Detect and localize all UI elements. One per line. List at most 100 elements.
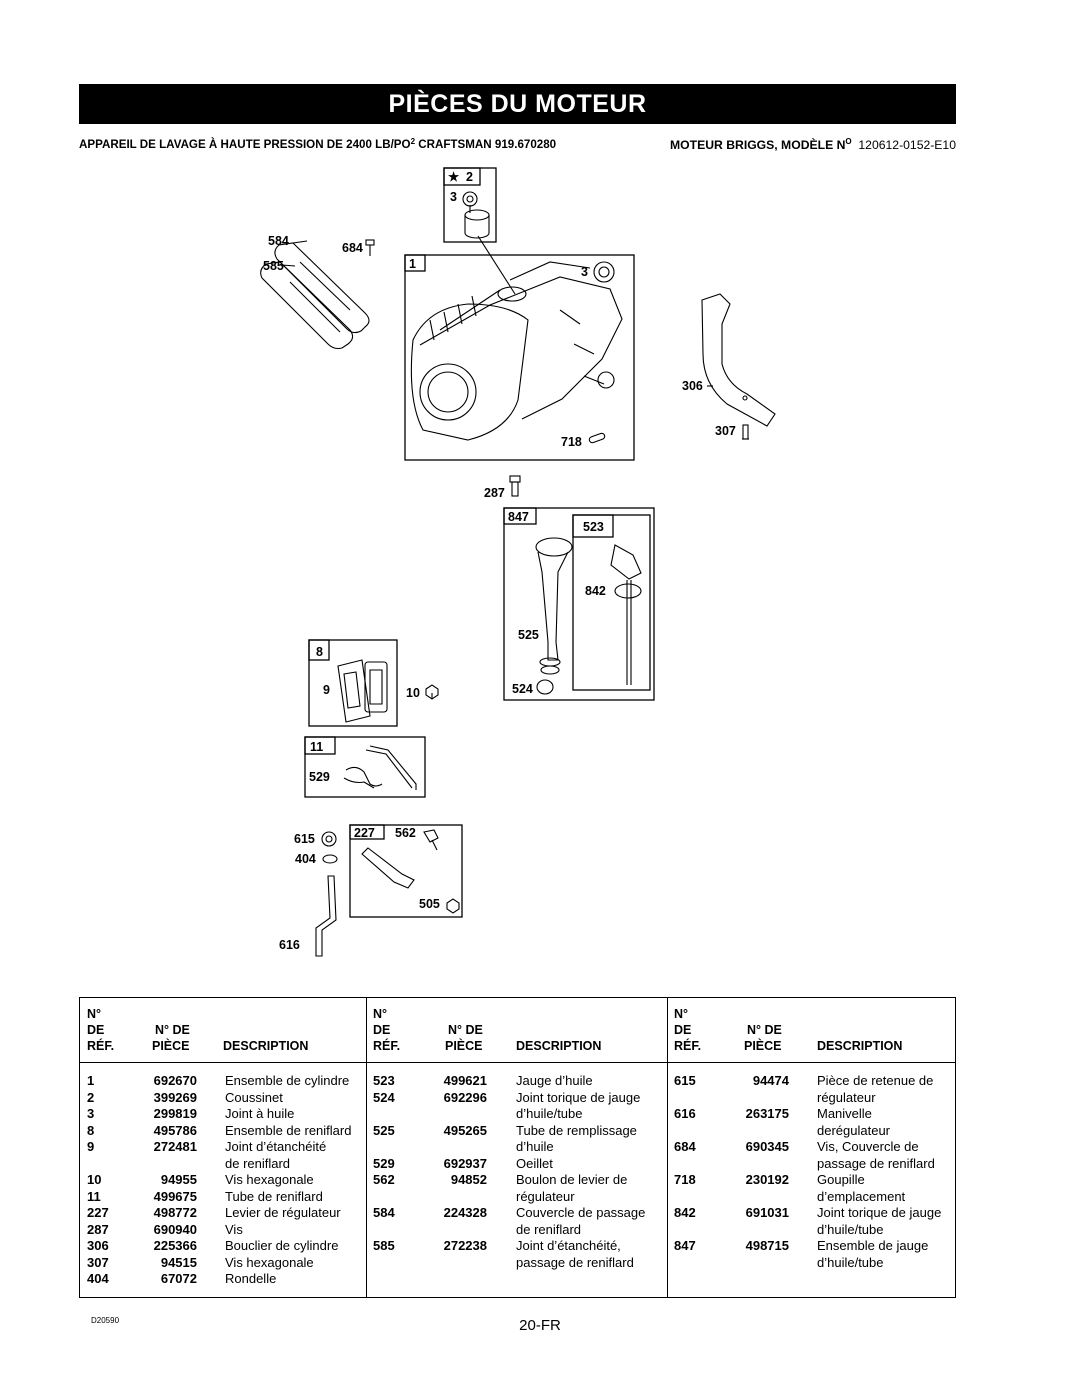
part-number: 272238 — [443, 1238, 487, 1253]
callout-615: 615 — [294, 832, 315, 846]
callout-11: 11 — [310, 740, 323, 754]
part-ref: 525 — [373, 1122, 395, 1138]
part-description: Goupille — [817, 1172, 865, 1187]
table-row: passage de reniflard — [667, 1156, 955, 1173]
part-description: Ensemble de cylindre — [225, 1073, 350, 1088]
callout-404: 404 — [295, 852, 316, 866]
part-description: Joint torique de jauge — [516, 1089, 641, 1105]
part-description: Pièce de retenue de — [817, 1073, 934, 1088]
part-ref: 227 — [87, 1205, 109, 1220]
part-ref: 523 — [373, 1073, 395, 1088]
document-code: D20590 — [91, 1316, 120, 1325]
callout-2: 2 — [466, 170, 473, 184]
washer-icon — [322, 854, 338, 864]
table-row: d’huile — [366, 1139, 667, 1156]
part-description: d’emplacement — [817, 1188, 906, 1204]
part-description: d’huile/tube — [817, 1254, 884, 1270]
table-row: régulateur — [667, 1090, 955, 1107]
part-ref: 524 — [373, 1089, 395, 1105]
part-ref: 529 — [373, 1155, 395, 1171]
part-ref: 11 — [87, 1188, 101, 1204]
part-ref: 615 — [674, 1073, 696, 1088]
governor-lever-icon — [361, 847, 415, 889]
part-number: 263175 — [745, 1106, 789, 1121]
part-number: 499621 — [443, 1073, 487, 1088]
screw-505-icon — [446, 898, 460, 914]
table-row: 524 692296 Joint torique de jauge — [366, 1090, 667, 1107]
part-ref: 562 — [373, 1172, 395, 1187]
part-number: 225366 — [153, 1238, 197, 1253]
part-number: 498772 — [153, 1205, 197, 1220]
oil-fill-tube-icon — [535, 537, 573, 675]
part-description: régulateur — [817, 1089, 876, 1105]
governor-crank-icon — [315, 875, 337, 957]
table-row: régulateur — [366, 1189, 667, 1206]
part-ref: 306 — [87, 1238, 109, 1253]
part-description: Couvercle de passage — [516, 1205, 646, 1220]
table-header: N° DE RÉF. N° DE PIÈCE DESCRIPTION — [366, 998, 667, 1063]
dowel-pin-icon — [588, 432, 606, 444]
breather-assembly-icon — [337, 659, 388, 723]
part-number: 692670 — [153, 1073, 197, 1088]
hex-screw-10-icon — [425, 684, 439, 700]
part-description: passage de reniflard — [516, 1254, 634, 1270]
part-description: Joint à huile — [225, 1106, 295, 1121]
callout-306: 306 — [682, 379, 703, 393]
cylinder-block-icon — [410, 261, 623, 441]
oring-842-icon — [614, 583, 642, 599]
part-ref: 3 — [87, 1106, 95, 1121]
part-number: 67072 — [160, 1271, 197, 1286]
callout-307: 307 — [715, 424, 736, 438]
part-ref: 307 — [87, 1254, 109, 1270]
callout-3b: 3 — [581, 265, 588, 279]
part-description: Vis hexagonale — [225, 1254, 314, 1270]
part-description: d’huile/tube — [516, 1106, 583, 1121]
bushing-icon — [464, 209, 490, 239]
part-description: d’huile — [516, 1139, 554, 1154]
part-ref: 847 — [674, 1238, 696, 1253]
part-description: régulateur — [516, 1188, 575, 1204]
callout-718: 718 — [561, 435, 582, 449]
part-description: Vis — [225, 1221, 243, 1237]
part-number: 690940 — [153, 1221, 197, 1237]
callout-847: 847 — [508, 510, 529, 524]
star-mark: ★ — [448, 170, 460, 184]
part-number: 690345 — [745, 1139, 789, 1154]
parts-column-2: N° DE RÉF. N° DE PIÈCE DESCRIPTION 523 49… — [366, 998, 668, 1297]
callout-box-847 — [503, 507, 655, 701]
screw-684-icon — [365, 239, 375, 256]
part-number: 692296 — [443, 1089, 487, 1105]
table-header: N° DE RÉF. N° DE PIÈCE DESCRIPTION — [80, 998, 366, 1063]
part-number: 272481 — [153, 1139, 197, 1154]
part-description: Joint d’étanchéité, — [516, 1238, 621, 1253]
callout-505: 505 — [419, 897, 440, 911]
part-description: derégulateur — [817, 1122, 890, 1138]
part-ref: 10 — [87, 1172, 102, 1187]
part-description: Jauge d’huile — [516, 1073, 593, 1088]
callout-8: 8 — [316, 645, 323, 659]
part-ref: 287 — [87, 1221, 109, 1237]
part-number: 495265 — [443, 1122, 487, 1138]
callout-529: 529 — [309, 770, 330, 784]
callout-525: 525 — [518, 628, 539, 642]
part-number: 94955 — [160, 1172, 197, 1187]
part-ref: 2 — [87, 1089, 95, 1105]
table-row: d’huile/tube — [667, 1255, 955, 1272]
part-number: 691031 — [745, 1205, 789, 1220]
page-title: PIÈCES DU MOTEUR — [79, 84, 956, 124]
part-ref: 8 — [87, 1122, 95, 1138]
part-description: Bouclier de cylindre — [225, 1238, 339, 1253]
